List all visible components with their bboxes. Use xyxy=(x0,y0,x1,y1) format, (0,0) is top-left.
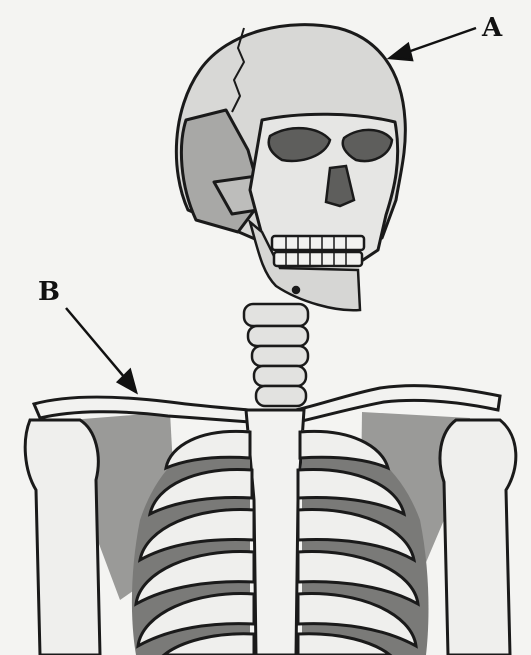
lower-teeth xyxy=(274,252,362,266)
label-b: B xyxy=(38,277,60,307)
label-a: A xyxy=(481,13,503,43)
humerus-right xyxy=(440,420,516,655)
mental-foramen xyxy=(293,287,299,293)
